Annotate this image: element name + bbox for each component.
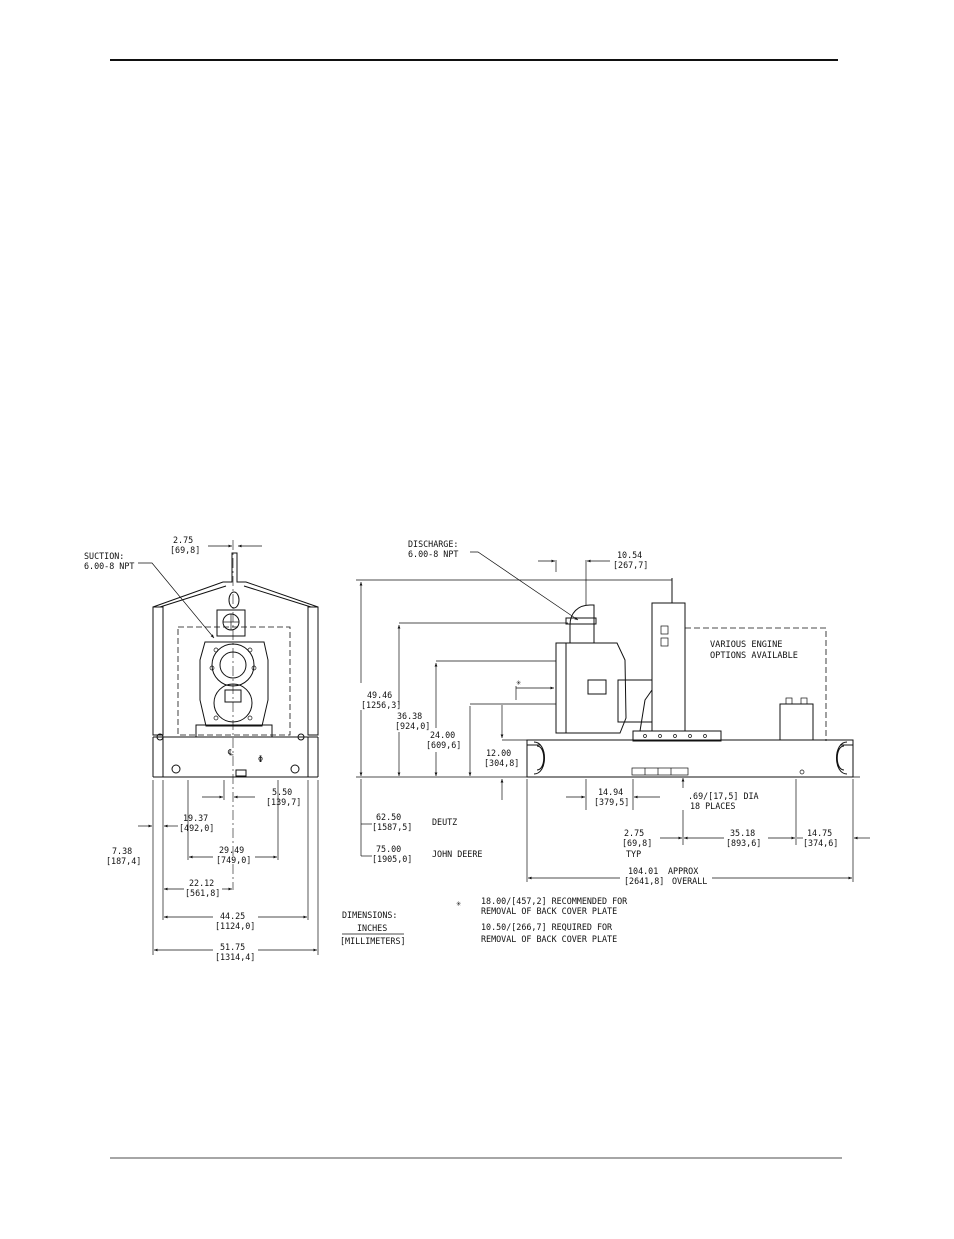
deere-label: JOHN DEERE [432,849,482,859]
dim-36-38-mm: [924,0] [395,721,430,731]
dim-35-18-mm: [893,6] [726,838,761,848]
svg-text:Φ: Φ [258,754,263,764]
side-skid [526,739,854,778]
dim-14-94-mm: [379,5] [594,797,629,807]
dim-overall-mm: [2641,8] [624,876,664,886]
dim-49-46-mm: [1256,3] [361,700,401,710]
engine-note-line1: VARIOUS ENGINE [710,640,782,650]
dim-24-00-mm: [609,6] [426,740,461,750]
dim-49-46: 49.46 [367,690,392,700]
dim-51-75-mm: [1314,4] [215,952,255,962]
note2-line2: REMOVAL OF BACK COVER PLATE [481,934,617,944]
dim-2-75-typ-mm: [69,8] [622,838,652,848]
legend-inches: INCHES [357,923,387,933]
dim-10-54: 10.54 [617,550,642,560]
dim-36-38: 36.38 [397,711,422,721]
dim-10-54-mm: [267,7] [613,560,648,570]
dim-44-25-mm: [1124,0] [215,921,255,931]
dim-14-75: 14.75 [807,828,832,838]
holes-note: .69/[17,5] DIA [688,791,759,801]
dim-2-75-top-mm: [69,8] [170,545,200,555]
dim-24-00: 24.00 [430,730,455,740]
approx-label: APPROX [668,866,698,876]
pump-body [565,642,627,734]
engine-outline [177,626,291,736]
discharge-spec: 6.00-8 NPT [408,549,458,559]
dim-2-75-typ: 2.75 [624,828,644,838]
dim-12-00: 12.00 [486,748,511,758]
centerline-symbol: ℄ [227,747,234,757]
dim-deere-mm: [1905,0] [372,854,412,864]
dim-29-49: 29.49 [219,845,244,855]
dim-5-50: 5.50 [272,787,292,797]
control-panel [651,602,686,732]
note1-line1: 18.00/[457,2] RECOMMENDED FOR [481,896,628,906]
engine-note-line2: OPTIONS AVAILABLE [710,651,798,661]
deutz-label: DEUTZ [432,817,457,827]
holes-count: 18 PLACES [690,801,735,811]
dim-22-12: 22.12 [189,878,214,888]
end-view: Φ ℄ SUCTION: 6.00-8 NPT 2.75 [69,8] 19.3… [84,535,319,962]
suction-spec: 6.00-8 NPT [84,561,134,571]
note2-line1: 10.50/[266,7] REQUIRED FOR [481,922,613,932]
dim-deere: 75.00 [376,844,401,854]
dim-22-12-mm: [561,8] [185,888,220,898]
dim-deutz: 62.50 [376,812,401,822]
pump-back-cover [555,642,567,734]
units-legend: DIMENSIONS: INCHES [MILLIMETERS] [340,910,406,946]
legend-title: DIMENSIONS: [342,910,397,920]
dim-14-94: 14.94 [598,787,623,797]
suction-label: SUCTION: [84,551,124,561]
discharge-label: DISCHARGE: [408,539,458,549]
side-view: VARIOUS ENGINE OPTIONS AVAILABLE DISCHAR… [356,539,870,886]
dim-overall: 104.01 [628,866,658,876]
dim-deutz-mm: [1587,5] [372,822,412,832]
dim-5-50-mm: [139,7] [266,797,301,807]
left-upright [152,606,164,736]
dim-19-37-mm: [492,0] [179,823,214,833]
dim-2-75-top: 2.75 [173,535,193,545]
dim-29-49-mm: [749,0] [216,855,251,865]
dim-19-37: 19.37 [183,813,208,823]
dim-7-38-mm: [187,4] [106,856,141,866]
dim-51-75: 51.75 [220,942,245,952]
note1-line2: REMOVAL OF BACK COVER PLATE [481,906,617,916]
dim-44-25: 44.25 [220,911,245,921]
dim-35-18: 35.18 [730,828,755,838]
asterisk-mark: ✳ [516,678,521,688]
notes: ✳ 18.00/[457,2] RECOMMENDED FOR REMOVAL … [456,896,628,944]
legend-mm: [MILLIMETERS] [340,936,406,946]
pump-casing [199,641,269,727]
note-asterisk: ✳ [456,899,461,909]
dim-14-75-mm: [374,6] [803,838,838,848]
dim-12-00-mm: [304,8] [484,758,519,768]
overall-label: OVERALL [672,876,707,886]
dim-7-38: 7.38 [112,846,132,856]
lifting-bail [152,552,319,608]
typ-label: TYP [626,849,641,859]
right-upright [307,606,319,736]
